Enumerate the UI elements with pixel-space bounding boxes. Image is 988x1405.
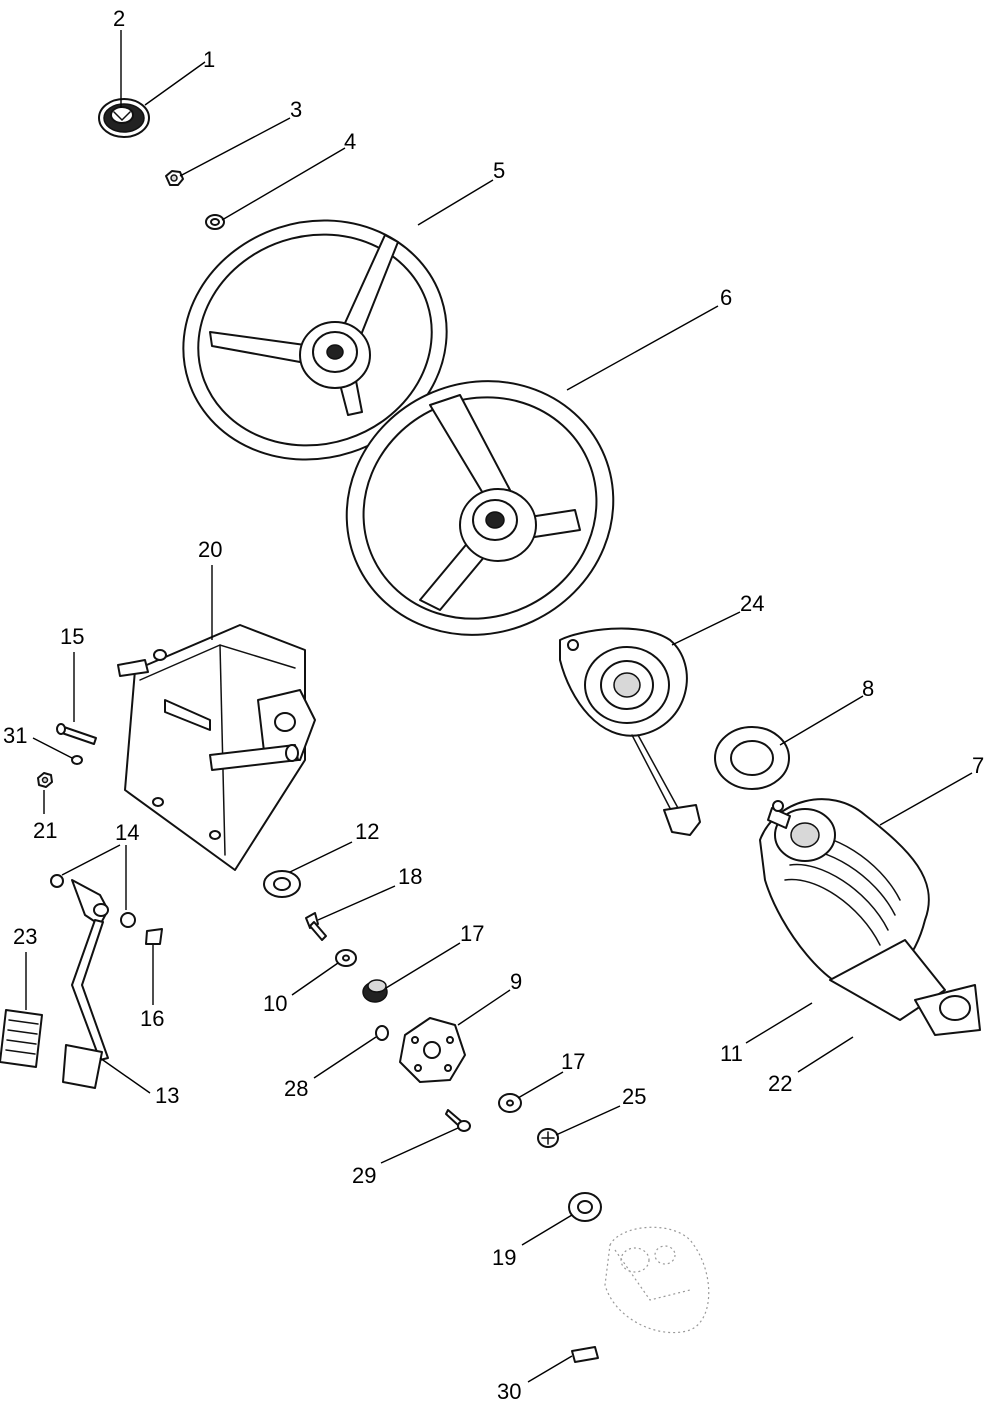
pin-drawing <box>56 723 97 745</box>
washer-10-drawing <box>335 949 357 967</box>
steering-column-drawing <box>759 798 981 1036</box>
callout-11: 11 <box>720 1041 743 1066</box>
nut-drawing <box>165 170 184 186</box>
callout-23: 23 <box>13 924 37 949</box>
bushing-17-drawing <box>362 979 388 1003</box>
switch-drawing <box>559 627 701 836</box>
callout-8: 8 <box>862 676 874 701</box>
callout-9: 9 <box>510 969 522 994</box>
horn-cap-drawing <box>98 98 150 138</box>
callout-12: 12 <box>355 819 379 844</box>
callout-7: 7 <box>972 753 984 778</box>
label-drawing <box>571 1346 599 1363</box>
washer-19-drawing <box>568 1192 602 1222</box>
steering-wheel-drawing <box>182 219 448 461</box>
callout-2: 2 <box>113 6 125 31</box>
pedal-drawing <box>62 879 109 1089</box>
plate-drawing <box>399 1017 466 1083</box>
bushing-drawing <box>50 874 136 928</box>
callout-5: 5 <box>493 158 505 183</box>
callout-1: 1 <box>203 47 215 72</box>
bolt-18-drawing <box>305 912 327 941</box>
callout-14: 14 <box>115 820 139 845</box>
washer-large-drawing <box>714 726 790 790</box>
washer-17b-drawing <box>498 1093 522 1113</box>
callout-24: 24 <box>740 591 764 616</box>
callout-16: 16 <box>140 1006 164 1031</box>
callout-20: 20 <box>198 537 222 562</box>
screw-drawing <box>537 1128 559 1148</box>
leader-lines <box>25 30 973 1383</box>
callout-29: 29 <box>352 1163 376 1188</box>
callout-30: 30 <box>497 1379 521 1404</box>
washer-drawing <box>205 214 225 230</box>
nut-small-drawing <box>37 772 53 788</box>
callout-3: 3 <box>290 97 302 122</box>
callout-10: 10 <box>263 991 287 1016</box>
callout-19: 19 <box>492 1245 516 1270</box>
callout-22: 22 <box>768 1071 792 1096</box>
callout-21: 21 <box>33 818 57 843</box>
bolt-29-drawing <box>445 1109 471 1132</box>
spacer-drawing <box>375 1025 389 1041</box>
callout-18: 18 <box>398 864 422 889</box>
reference-part-ghost <box>604 1226 710 1334</box>
washer-small-drawing <box>71 755 83 765</box>
callout-17b: 17 <box>561 1049 585 1074</box>
callout-28: 28 <box>284 1076 308 1101</box>
callout-25: 25 <box>622 1084 646 1109</box>
callout-4: 4 <box>344 129 356 154</box>
callout-6: 6 <box>720 285 732 310</box>
callout-15: 15 <box>60 624 84 649</box>
clip-drawing <box>145 928 163 945</box>
callout-17a: 17 <box>460 921 484 946</box>
callout-31: 31 <box>3 723 27 748</box>
callout-labels: 1 2 3 4 5 6 7 8 9 10 11 12 13 14 15 16 1… <box>3 6 984 1404</box>
bracket-drawing <box>117 624 316 871</box>
pedal-pad-drawing <box>0 1009 43 1068</box>
callout-13: 13 <box>155 1083 179 1108</box>
washer-12-drawing <box>263 870 301 898</box>
steering-wheel-alt-drawing <box>345 380 615 636</box>
